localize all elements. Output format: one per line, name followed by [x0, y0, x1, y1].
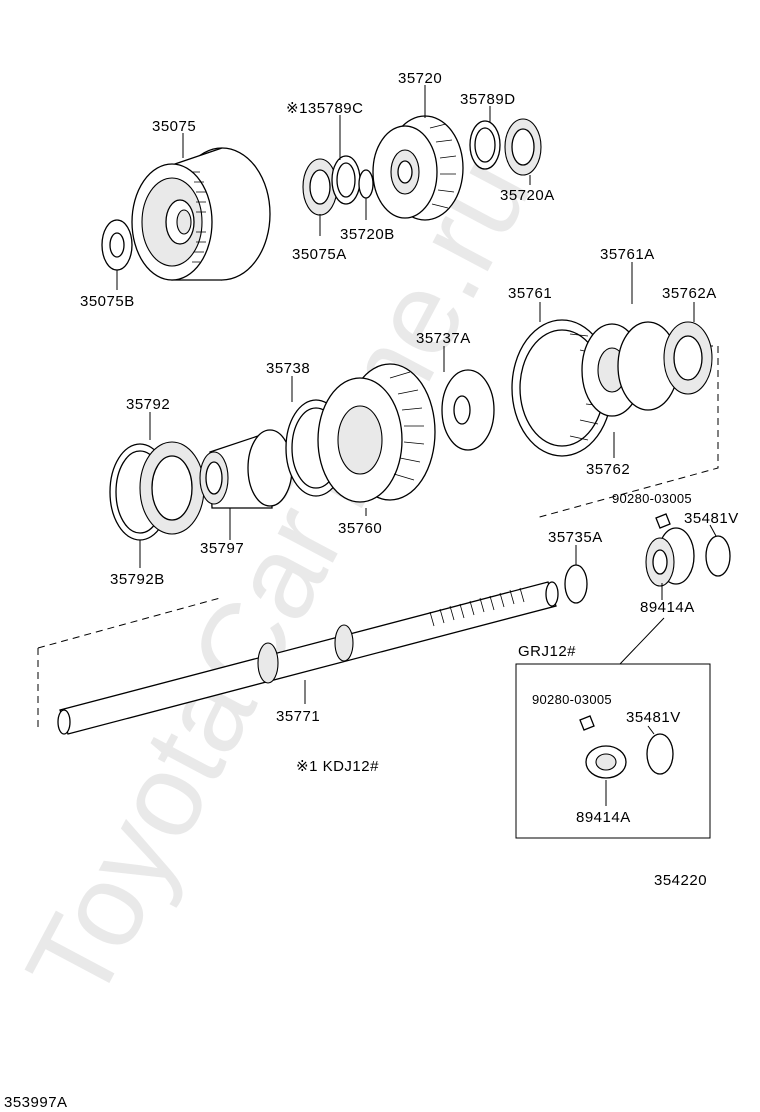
- label-35792: 35792: [126, 396, 170, 413]
- part-drum-35075: [131, 147, 271, 281]
- label-90280-lower: 90280-03005: [532, 692, 612, 707]
- label-35075A: 35075A: [292, 246, 347, 263]
- ref-code: 354220: [654, 872, 707, 889]
- label-35738: 35738: [266, 360, 310, 377]
- part-ring-35481V-upper: [705, 535, 731, 577]
- label-35771: 35771: [276, 708, 320, 725]
- label-89414A-lower: 89414A: [576, 809, 631, 826]
- label-35761: 35761: [508, 285, 552, 302]
- label-35792B: 35792B: [110, 571, 165, 588]
- part-bearing-35720A: [504, 118, 542, 176]
- part-ring-35481V-lower: [646, 733, 674, 775]
- part-key-90280-upper: [655, 513, 671, 529]
- label-35789D: 35789D: [460, 91, 516, 108]
- label-90280-upper: 90280-03005: [612, 491, 692, 506]
- label-35481V-lower: 35481V: [626, 709, 681, 726]
- part-washer-35075B: [101, 219, 133, 271]
- footnote-kdj12: ※1 KDJ12#: [296, 758, 379, 775]
- label-35762: 35762: [586, 461, 630, 478]
- label-35762A: 35762A: [662, 285, 717, 302]
- label-35760: 35760: [338, 520, 382, 537]
- label-35735A: 35735A: [548, 529, 603, 546]
- part-collar-89414A-lower: [585, 745, 627, 779]
- label-35481V-upper: 35481V: [684, 510, 739, 527]
- watermark: ToyotaCarTime.ru: [1, 136, 556, 1022]
- label-135789C: ※135789C: [286, 100, 363, 117]
- label-35720B: 35720B: [340, 226, 395, 243]
- part-gear-35720: [372, 115, 464, 221]
- diagram-id: 353997A: [4, 1094, 68, 1111]
- part-key-90280-lower: [579, 715, 595, 731]
- label-89414A-upper: 89414A: [640, 599, 695, 616]
- part-plate-35737A: [441, 369, 495, 451]
- label-35797: 35797: [200, 540, 244, 557]
- part-washer-35789D: [469, 120, 501, 170]
- part-snapring-135789C: [331, 155, 361, 205]
- label-35737A: 35737A: [416, 330, 471, 347]
- part-ring-35735A: [564, 564, 588, 604]
- part-bearing-35762A: [663, 321, 713, 395]
- label-35720: 35720: [398, 70, 442, 87]
- part-collar-89414A-upper: [645, 527, 695, 587]
- label-35075: 35075: [152, 118, 196, 135]
- label-grj12: GRJ12#: [518, 643, 576, 660]
- label-35761A: 35761A: [600, 246, 655, 263]
- part-bearing-35792B: [139, 441, 205, 535]
- label-35720A: 35720A: [500, 187, 555, 204]
- part-shaft-35771: [57, 581, 559, 735]
- part-bearing-35075A: [302, 158, 338, 216]
- part-sleeve-35797: [199, 429, 293, 509]
- label-35075B: 35075B: [80, 293, 135, 310]
- part-gear-35760: [317, 363, 436, 503]
- part-ring-35720B: [358, 169, 374, 199]
